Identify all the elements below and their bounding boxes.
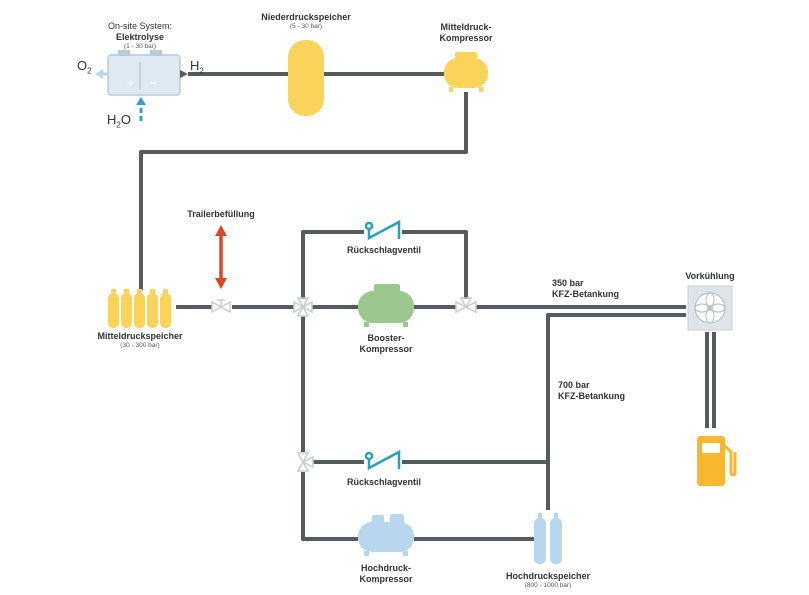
booster-line1: Booster- [367, 333, 405, 343]
check-valve-top-label: Rückschlagventil [339, 245, 429, 256]
fueling-700-title: KFZ-Betankung [558, 391, 625, 401]
junction-valve-icon [296, 452, 314, 472]
medium-compressor-label: Mitteldruck- Kompressor [426, 22, 506, 44]
compressor-icon [358, 284, 414, 327]
medium-compressor-line2: Kompressor [439, 33, 493, 43]
hp-storage-range: (800 - 1000 bar) [524, 582, 572, 589]
water-arrow-icon [136, 97, 146, 121]
junction-valve-icon [293, 297, 313, 317]
h2-subscript: 2 [199, 66, 204, 76]
h2o-label: H2O [107, 112, 131, 130]
pipes [139, 72, 716, 541]
precooling-title: Vorkühlung [685, 271, 735, 281]
fueling-350-pressure: 350 bar [552, 278, 584, 288]
medium-storage-title: Mitteldruckspeicher [97, 331, 183, 341]
h2-text: H [190, 58, 200, 73]
pipe-compressor-to-medium-storage [139, 92, 468, 290]
svg-text:−: − [150, 76, 157, 90]
medium-storage-range: (30 - 300 bar) [120, 342, 160, 349]
precooling-label: Vorkühlung [676, 271, 744, 282]
gas-cylinders-icon [534, 513, 562, 564]
h2o-subscript: 2 [116, 120, 121, 130]
fueling-350-label: 350 bar KFZ-Betankung [552, 278, 619, 300]
check-valve-top-title: Rückschlagventil [346, 245, 422, 255]
medium-compressor-line1: Mitteldruck- [440, 22, 492, 32]
hp-compressor-label: Hochdruck- Kompressor [346, 563, 426, 585]
valve-icon [211, 299, 231, 314]
fueling-350-title: KFZ-Betankung [552, 289, 619, 299]
low-pressure-storage-range: (5 - 30 bar) [289, 23, 323, 30]
pipe-vertical-lower [301, 472, 358, 541]
electrolyzer-label: On-site System: Elektrolyse (1 - 30 bar) [90, 21, 190, 51]
o2-label: O2 [77, 58, 92, 76]
fuel-pump-icon [697, 436, 737, 486]
fan-icon [687, 285, 733, 331]
low-pressure-storage-label: Niederdruckspeicher (5 - 30 bar) [256, 12, 356, 31]
booster-line2: Kompressor [359, 344, 413, 354]
tank-icon [288, 40, 324, 116]
svg-text:+: + [127, 76, 134, 90]
h2-arrow-icon [180, 70, 188, 78]
fueling-700-pressure: 700 bar [558, 380, 590, 390]
fueling-700-label: 700 bar KFZ-Betankung [558, 380, 625, 402]
h2o-o-text: O [120, 112, 131, 127]
trailer-title: Trailerbefüllung [187, 209, 255, 219]
check-valve-bottom-label: Rückschlagventil [339, 477, 429, 488]
h2o-h-text: H [107, 112, 117, 127]
gas-cylinders-icon [108, 289, 171, 328]
electrolyzer-range: (1 - 30 bar) [123, 43, 157, 50]
hp-storage-label: Hochdruckspeicher (800 - 1000 bar) [498, 571, 598, 590]
electrolyzer-icon: + − [107, 50, 181, 96]
o2-subscript: 2 [87, 66, 92, 76]
pipe-top-bypass [301, 230, 364, 299]
compressor-icon [444, 52, 488, 92]
trailer-label: Trailerbefüllung [176, 209, 266, 220]
booster-label: Booster- Kompressor [346, 333, 426, 355]
valve-icon [455, 297, 477, 314]
check-valve-icon [364, 449, 401, 471]
compressor-icon [358, 514, 414, 556]
hp-compressor-line1: Hochdruck- [360, 563, 411, 573]
electrolyzer-title: Elektrolyse [115, 32, 165, 42]
check-valve-bottom-title: Rückschlagventil [346, 477, 422, 487]
h2-label: H2 [190, 58, 204, 76]
pipe-700-line [546, 313, 686, 510]
double-arrow-icon [215, 225, 227, 289]
low-pressure-storage-title: Niederdruckspeicher [261, 12, 351, 22]
o2-arrow-icon [95, 69, 108, 79]
medium-storage-label: Mitteldruckspeicher (30 - 300 bar) [90, 331, 190, 350]
electrolyzer-system-text: On-site System: [107, 21, 172, 31]
pipe-top-bypass-right [402, 230, 468, 299]
hp-compressor-line2: Kompressor [359, 574, 413, 584]
o2-text: O [77, 58, 88, 73]
check-valve-icon [364, 219, 401, 241]
hp-storage-title: Hochdruckspeicher [505, 571, 591, 581]
